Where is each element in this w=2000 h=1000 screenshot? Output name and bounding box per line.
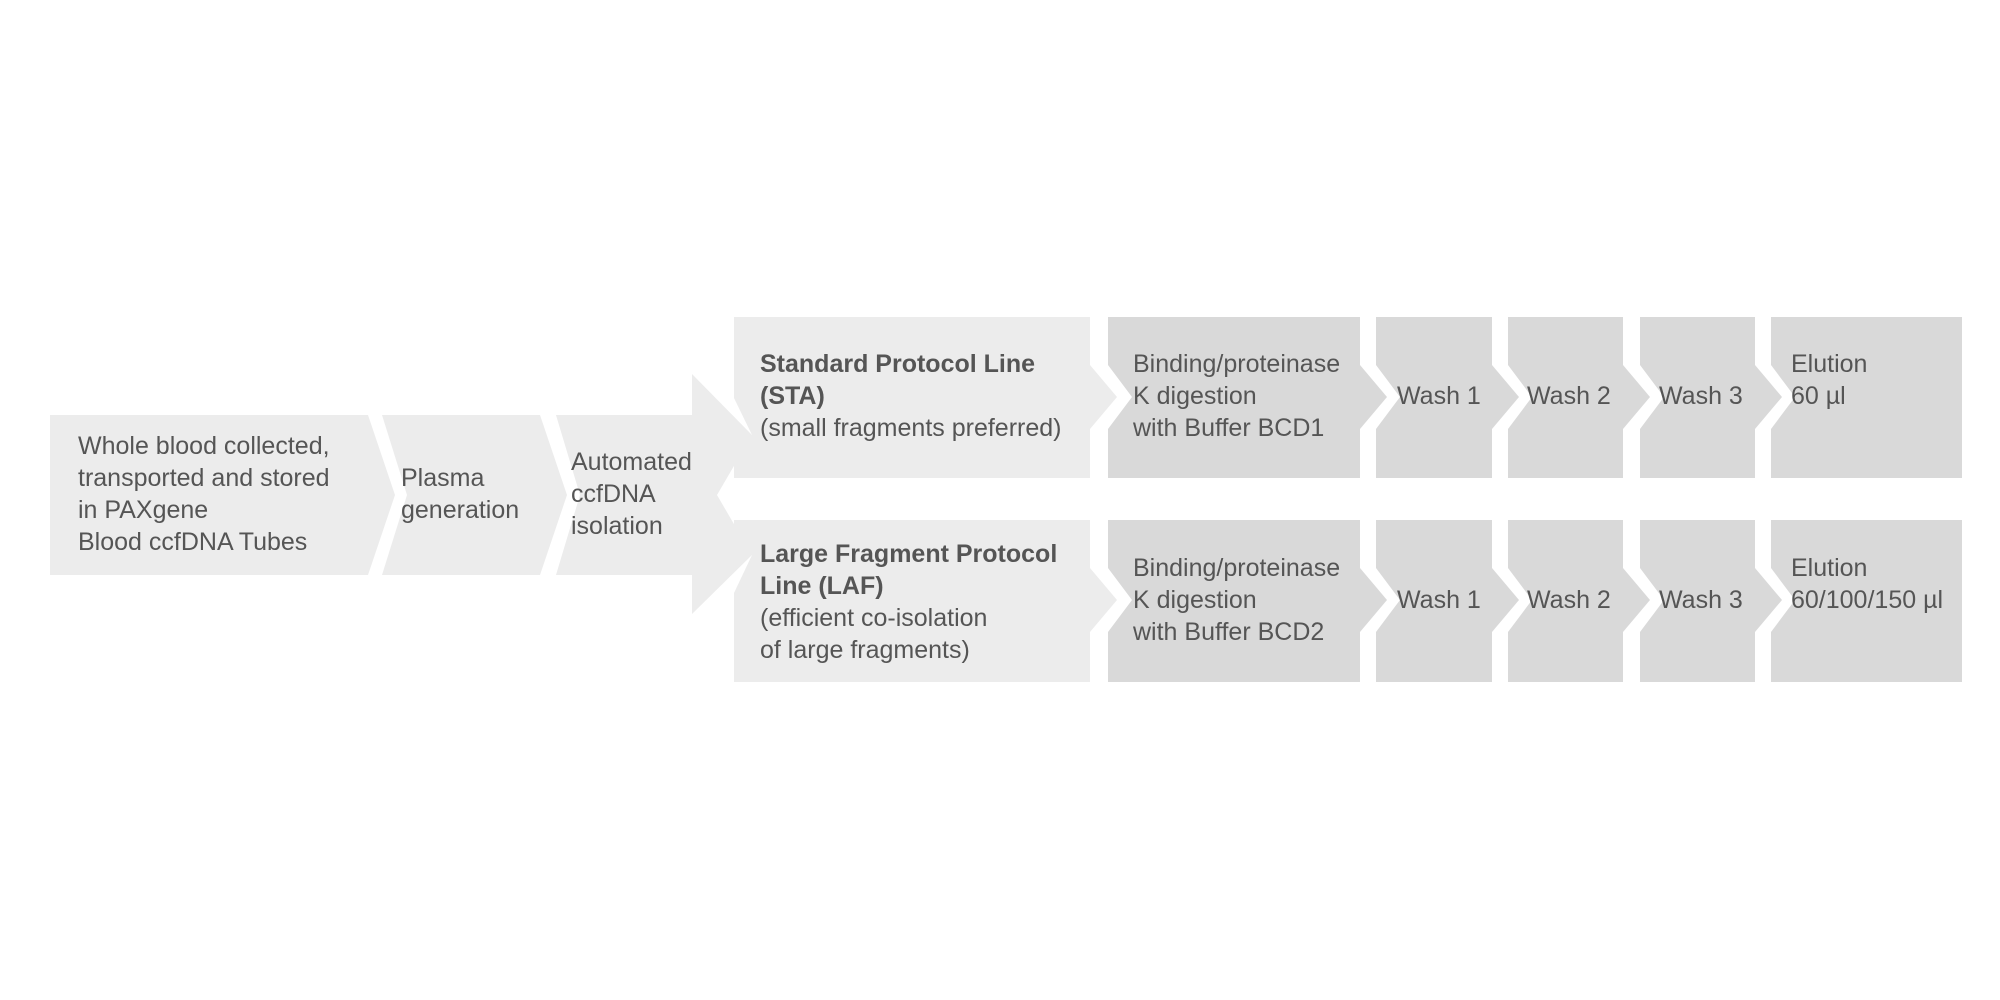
laf-binding-shape (1108, 520, 1387, 682)
laf-elution-shape (1771, 520, 1962, 682)
step-plasma-shape (382, 415, 567, 575)
sta-binding-label: Binding/proteinase K digestion with Buff… (1133, 350, 1341, 442)
laf-protocol-shape (734, 520, 1117, 682)
step-isolation-label: Automated ccfDNA isolation (571, 448, 692, 540)
step-blood-shape (50, 415, 395, 575)
sta-wash3-shape (1640, 317, 1782, 478)
step-isolation-shape (556, 374, 752, 614)
sta-wash2-label: Wash 2 (1527, 382, 1611, 410)
sta-binding-shape (1108, 317, 1387, 478)
laf-wash2-shape (1508, 520, 1650, 682)
laf-wash3-shape (1640, 520, 1782, 682)
laf-protocol-label: Large Fragment Protocol Line (LAF) (effi… (760, 540, 1058, 664)
sta-wash3-label: Wash 3 (1659, 382, 1743, 410)
sta-wash2-shape (1508, 317, 1650, 478)
sta-protocol-label: Standard Protocol Line (STA) (small frag… (760, 350, 1062, 442)
sta-wash1-shape (1376, 317, 1519, 478)
laf-wash3-label: Wash 3 (1659, 586, 1743, 614)
laf-wash1-label: Wash 1 (1397, 586, 1481, 614)
laf-wash1-shape (1376, 520, 1519, 682)
laf-binding-label: Binding/proteinase K digestion with Buff… (1133, 554, 1341, 646)
sta-wash1-label: Wash 1 (1397, 382, 1481, 410)
step-plasma-label: Plasma generation (401, 464, 520, 524)
sta-protocol-shape (734, 317, 1117, 478)
sta-elution-label: Elution 60 µl (1791, 350, 1868, 410)
step-blood-label: Whole blood collected, transported and s… (78, 432, 330, 556)
laf-wash2-label: Wash 2 (1527, 586, 1611, 614)
sta-elution-shape (1771, 317, 1962, 478)
laf-elution-label: Elution 60/100/150 µl (1791, 554, 1944, 614)
